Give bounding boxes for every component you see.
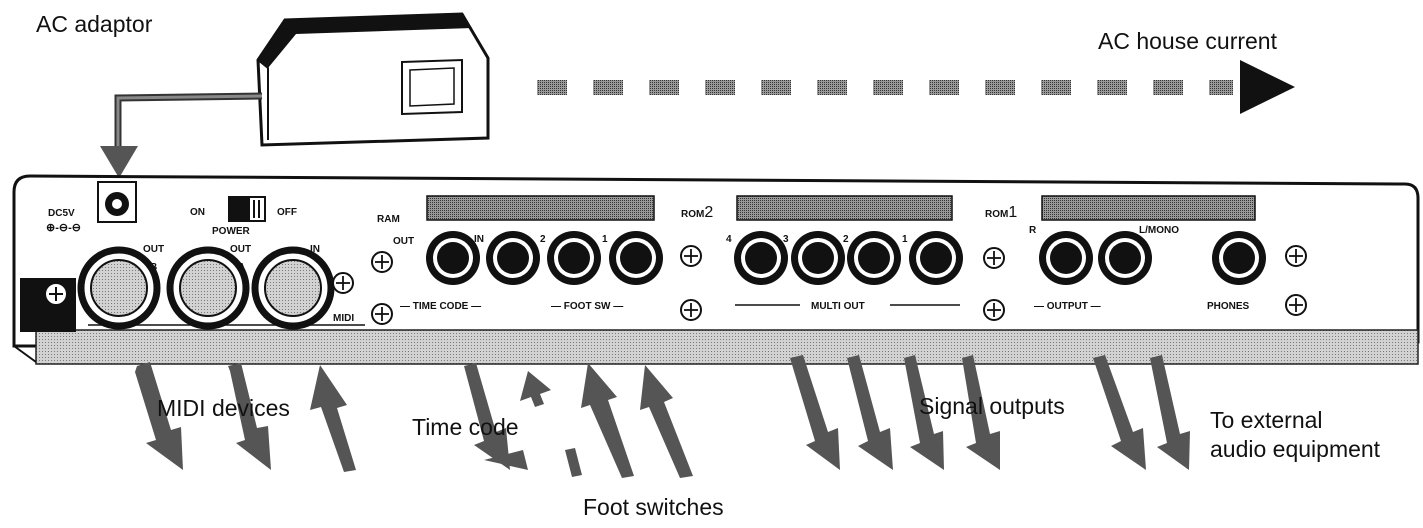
device-rear-panel — [12, 174, 1420, 365]
dc5v-label: DC5V — [48, 208, 75, 219]
multi-out-arrow — [847, 355, 893, 470]
rom1-label: ROM1 — [985, 204, 1017, 221]
screw-icon — [371, 303, 393, 325]
screw-icon — [983, 299, 1005, 321]
output-lmono-label: L/MONO — [1139, 225, 1179, 236]
signal-outputs-label: Signal outputs — [919, 393, 1065, 419]
time-code-in-jack — [486, 231, 540, 285]
screw-icon — [332, 272, 354, 294]
multi-out-3-jack — [791, 231, 845, 285]
screw-icon — [983, 247, 1005, 269]
time-code-label: Time code — [412, 414, 519, 440]
midi-devices-label: MIDI devices — [157, 395, 290, 421]
multi-out-arrow — [962, 355, 1000, 470]
output-r-label: R — [1029, 225, 1037, 236]
midi-in-arrow — [310, 365, 356, 472]
midi-out-b-label: OUT — [143, 244, 164, 255]
multi-out-4-label: 4 — [726, 234, 732, 245]
midi-a-label: A — [238, 262, 245, 273]
foot-sw-1-arrow — [640, 365, 693, 478]
multi-out-2-label: 2 — [843, 234, 849, 245]
multi-out-label: MULTI OUT — [811, 301, 865, 312]
midi-out-arrow — [228, 363, 271, 470]
rom2-label: ROM2 — [681, 204, 713, 221]
phone-jacks — [426, 231, 1266, 285]
phones-label: PHONES — [1207, 301, 1250, 312]
ac-adaptor — [114, 12, 490, 148]
phones-jack — [1212, 231, 1266, 285]
power-off-label: OFF — [277, 207, 297, 218]
ac-current-arrow — [537, 60, 1295, 114]
output-label: — OUTPUT — — [1034, 301, 1101, 312]
midi-out-a-jack — [166, 246, 250, 330]
multi-out-arrow — [904, 355, 944, 470]
foot-sw-2-jack — [547, 231, 601, 285]
ac-adaptor-label: AC adaptor — [36, 11, 153, 37]
foot-switches-label: Foot switches — [583, 494, 724, 520]
screw-icon — [680, 299, 702, 321]
foot-sw-2-label: 2 — [540, 234, 546, 245]
time-code-out-jack — [426, 231, 480, 285]
midi-label: MIDI — [333, 313, 354, 324]
time-code-label: — TIME CODE — — [400, 301, 481, 312]
power-label: POWER — [212, 226, 251, 237]
screw-icon — [371, 251, 393, 273]
multi-out-1-jack — [909, 231, 963, 285]
output-arrow — [1150, 355, 1190, 470]
screw-icon — [680, 245, 702, 267]
output-r-jack — [1039, 231, 1093, 285]
multi-out-1-label: 1 — [902, 234, 908, 245]
time-code-in-arrow — [520, 371, 551, 407]
midi-out-arrow — [135, 362, 183, 470]
foot-sw-1-jack — [609, 231, 663, 285]
ram-label: RAM — [377, 214, 400, 225]
ground-screws — [332, 245, 1307, 325]
connection-arrows — [135, 355, 1190, 478]
tc-out-label: OUT — [393, 236, 414, 247]
dc-polarity-label: ⊕-⊖-⊖ — [46, 222, 81, 234]
multi-out-3-label: 3 — [783, 234, 789, 245]
multi-out-4-jack — [734, 231, 788, 285]
screw-icon — [1285, 245, 1307, 267]
midi-b-label: B — [150, 262, 157, 273]
midi-in-jack — [251, 246, 335, 330]
midi-out-b-jack — [77, 246, 161, 330]
tc-in-label: IN — [474, 234, 484, 245]
adaptor-plug-arrow — [100, 146, 138, 178]
multi-out-arrow — [790, 355, 840, 470]
time-code-in-arrow — [484, 450, 528, 470]
output-lmono-jack — [1098, 231, 1152, 285]
midi-in-label: IN — [310, 244, 320, 255]
time-code-out-arrow — [464, 363, 510, 470]
output-arrow — [1093, 355, 1146, 470]
foot-sw-2-arrow — [581, 363, 634, 478]
multi-out-2-jack — [847, 231, 901, 285]
time-code-in-arrow — [565, 448, 582, 477]
power-on-label: ON — [190, 207, 205, 218]
midi-connectors — [77, 246, 365, 330]
midi-out-a-label: OUT — [230, 244, 251, 255]
foot-sw-1-label: 1 — [602, 234, 608, 245]
screw-icon — [1285, 294, 1307, 316]
ac-house-current-label: AC house current — [1098, 28, 1277, 54]
to-external-label: To external — [1210, 407, 1323, 433]
foot-sw-label: — FOOT SW — — [551, 301, 623, 312]
audio-equipment-label: audio equipment — [1210, 436, 1381, 462]
